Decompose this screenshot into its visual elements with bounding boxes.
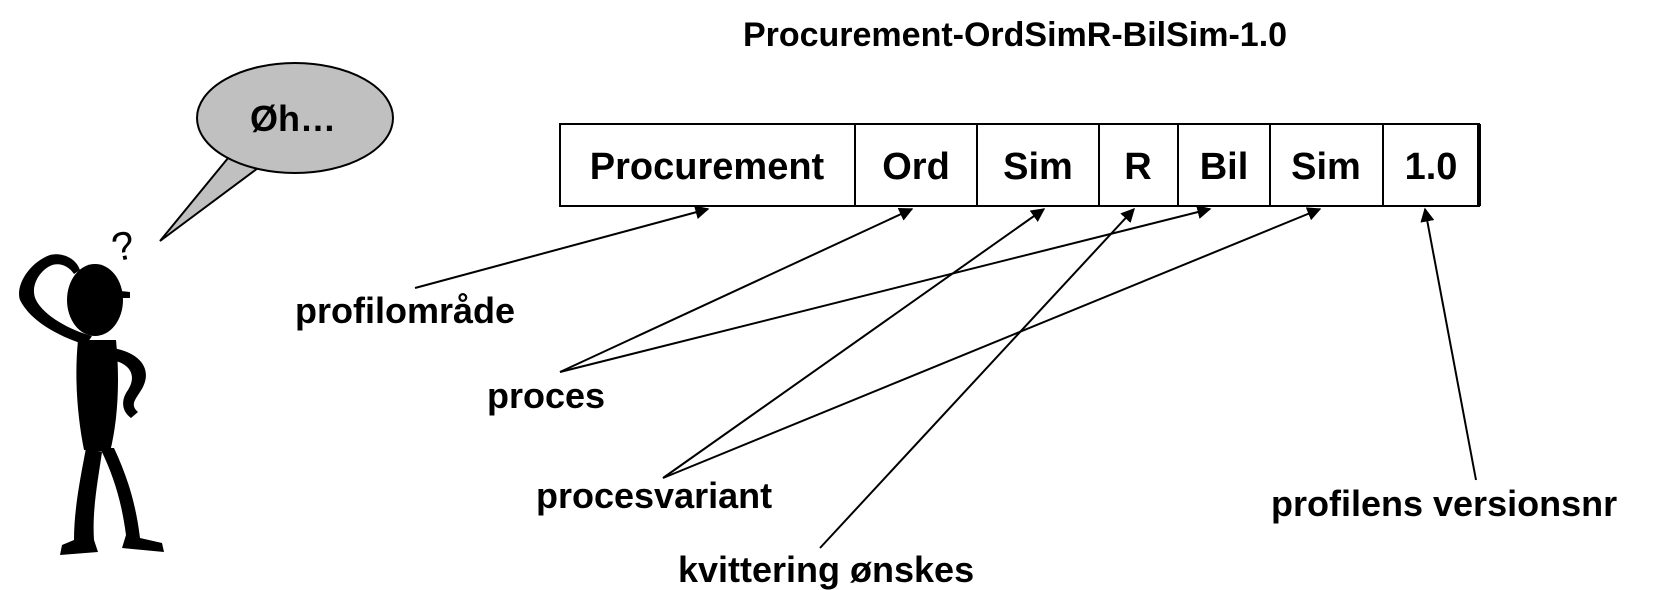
arrow-kvittering-r — [819, 207, 1135, 549]
speech-bubble: Øh… — [159, 62, 394, 242]
segment-version: 1.0 — [1405, 146, 1458, 188]
speech-bubble-body — [196, 62, 394, 174]
label-kvittering-oenskes: kvittering ønskes — [678, 549, 974, 590]
label-proces: proces — [487, 375, 605, 416]
arrow-versionsnr — [1420, 207, 1477, 481]
speech-bubble-text: Øh… — [250, 98, 336, 139]
figure-nose — [110, 290, 130, 298]
diagram-title: Procurement-OrdSimR-BilSim-1.0 — [743, 16, 1287, 54]
figure-raised-arm — [19, 254, 92, 345]
label-profilomraade: profilområde — [295, 290, 515, 331]
arrow-profilomraade — [414, 205, 710, 289]
arrow-proces-ord — [559, 207, 914, 373]
arrow-procesvariant-sim-second — [662, 207, 1322, 479]
segment-ord: Ord — [882, 146, 950, 188]
figure-left-leg — [60, 448, 102, 555]
segment-bil: Bil — [1200, 146, 1249, 188]
label-profilens-versionsnr: profilens versionsnr — [1271, 483, 1617, 524]
label-procesvariant: procesvariant — [536, 475, 772, 516]
connector-arrows — [414, 205, 1477, 549]
figure-hip-arm — [110, 348, 146, 418]
segment-procurement: Procurement — [590, 146, 825, 188]
figure-head — [67, 264, 123, 336]
segment-r: R — [1124, 146, 1151, 188]
profile-name-segments: Procurement Ord Sim R Bil Sim 1.0 — [559, 123, 1481, 207]
segment-sim-process-variant: Sim — [1003, 146, 1073, 188]
arrow-proces-bil — [559, 205, 1212, 373]
figure-right-leg — [100, 448, 164, 552]
confused-person-icon: ? — [19, 223, 164, 555]
segment-sim-second: Sim — [1291, 146, 1361, 188]
speech-bubble-seam — [234, 155, 263, 167]
figure-body — [76, 340, 118, 452]
question-mark-icon: ? — [108, 223, 139, 271]
arrow-procesvariant-sim — [662, 208, 1046, 479]
segments-box — [559, 123, 1480, 207]
